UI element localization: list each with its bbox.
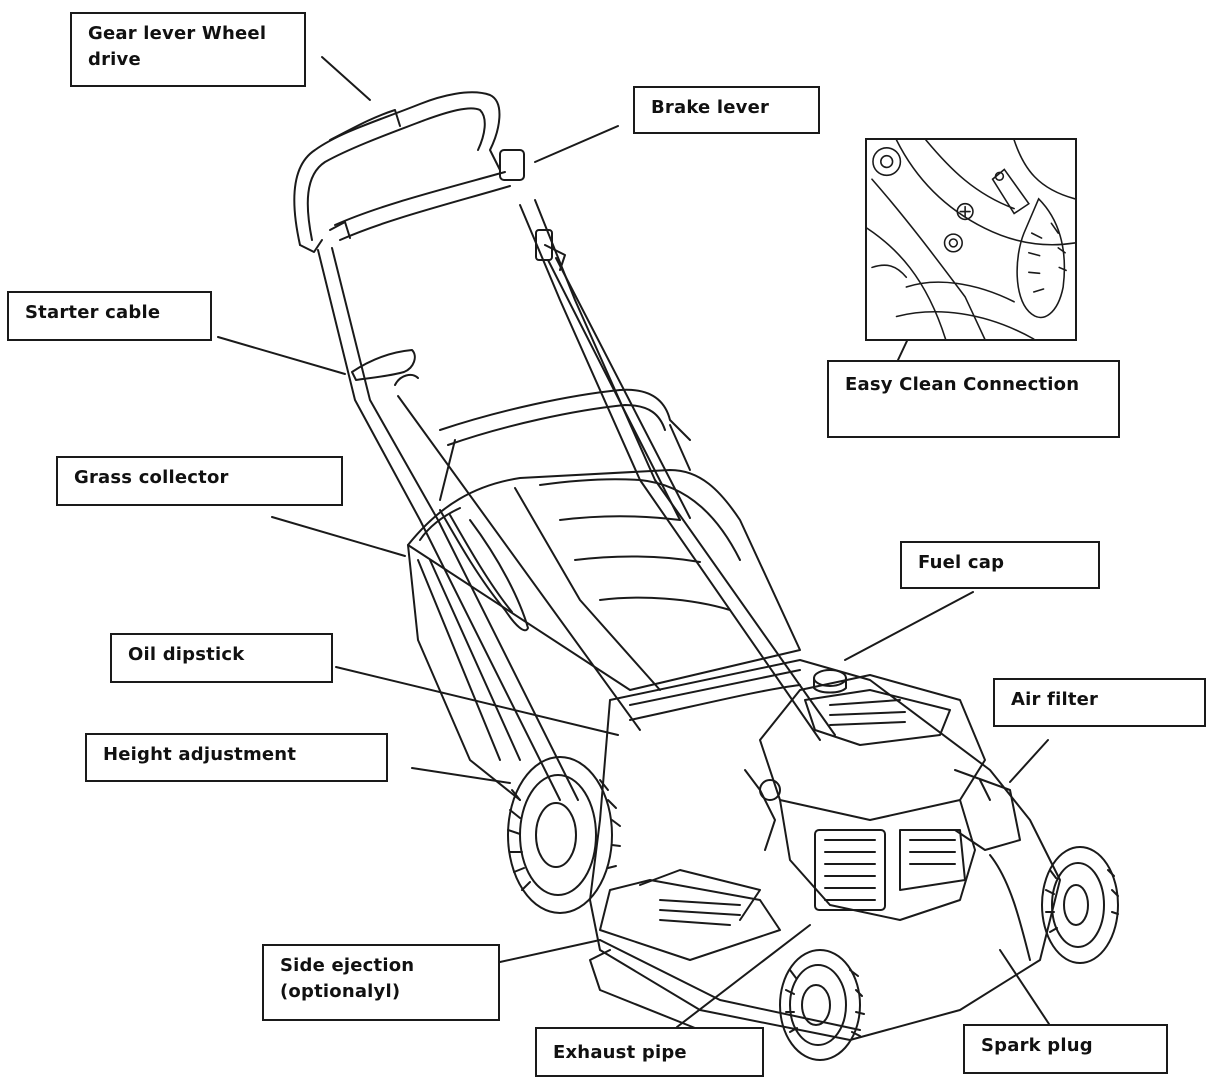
front-right-wheel xyxy=(1041,846,1119,964)
rear-wheel xyxy=(507,756,621,914)
gear-lever-wheel-drive-label: Gear lever Wheel drive xyxy=(70,12,306,87)
easy-clean-inset xyxy=(865,138,1077,341)
spark-plug-label: Spark plug xyxy=(963,1024,1168,1074)
grass-collector-label: Grass collector xyxy=(56,456,343,506)
lower-frame xyxy=(439,388,691,501)
oil-dipstick-label: Oil dipstick xyxy=(110,633,333,683)
engine xyxy=(744,669,1021,921)
handle-tubes xyxy=(317,199,836,801)
side-ejection-label: Side ejection (optionalyl) xyxy=(262,944,500,1021)
gear-lever-wheel-drive-text: Gear lever Wheel drive xyxy=(88,23,267,70)
exhaust-pipe-label: Exhaust pipe xyxy=(535,1027,764,1077)
handle-bar xyxy=(293,91,525,253)
brake-lever-label: Brake lever xyxy=(633,86,820,134)
easy-clean-connection-text: Easy Clean Connection xyxy=(845,374,1080,395)
starter-cable-label: Starter cable xyxy=(7,291,212,341)
easy-clean-detail-illustration xyxy=(867,140,1075,339)
front-left-wheel xyxy=(779,949,865,1061)
leader-lines xyxy=(217,56,1050,1028)
starter-cable-text: Starter cable xyxy=(25,302,161,323)
grass-collector-outline xyxy=(407,469,801,801)
air-filter-text: Air filter xyxy=(1011,689,1099,710)
spark-plug-text: Spark plug xyxy=(981,1035,1093,1056)
starter-handle xyxy=(351,349,641,731)
height-adjustment-label: Height adjustment xyxy=(85,733,388,782)
height-adjustment-text: Height adjustment xyxy=(103,744,297,765)
air-filter-label: Air filter xyxy=(993,678,1206,727)
spark-plug-lead xyxy=(989,854,1031,961)
side-ejection-text: Side ejection (optionalyl) xyxy=(280,955,415,1002)
exhaust-pipe-text: Exhaust pipe xyxy=(553,1042,687,1063)
brake-lever-text: Brake lever xyxy=(651,97,770,118)
fuel-cap-text: Fuel cap xyxy=(918,552,1005,573)
mower-deck xyxy=(589,659,1061,1041)
easy-clean-connection-label: Easy Clean Connection xyxy=(827,360,1120,438)
grass-collector-text: Grass collector xyxy=(74,467,229,488)
oil-dipstick-text: Oil dipstick xyxy=(128,644,245,665)
fuel-cap-label: Fuel cap xyxy=(900,541,1100,589)
